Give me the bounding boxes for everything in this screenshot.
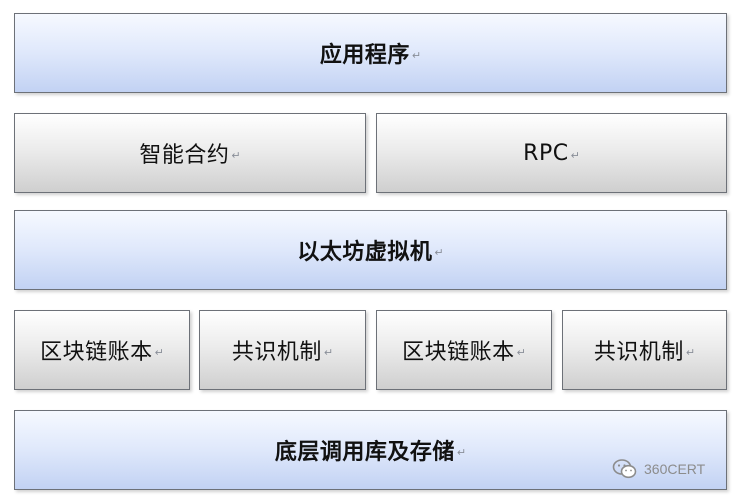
smart-contract-label: 智能合约 bbox=[139, 143, 230, 168]
return-mark: ↵ bbox=[154, 345, 164, 359]
layer-evm: 以太坊虚拟机 ↵ bbox=[14, 210, 727, 290]
layer-application-label: 应用程序 bbox=[319, 43, 410, 68]
layer-rpc: RPC ↵ bbox=[376, 113, 727, 193]
layer-ledger-left: 区块链账本 ↵ bbox=[14, 310, 190, 390]
ledger-left-label: 区块链账本 bbox=[40, 340, 153, 365]
evm-label: 以太坊虚拟机 bbox=[297, 240, 433, 265]
consensus-left-label: 共识机制 bbox=[231, 340, 322, 365]
layer-smart-contract: 智能合约 ↵ bbox=[14, 113, 366, 193]
return-mark: ↵ bbox=[434, 245, 444, 259]
wechat-icon bbox=[612, 459, 637, 479]
return-mark: ↵ bbox=[411, 48, 422, 62]
watermark: 360CERT bbox=[612, 456, 705, 482]
rpc-label: RPC bbox=[523, 140, 569, 166]
return-mark: ↵ bbox=[231, 148, 241, 162]
layer-application: 应用程序 ↵ bbox=[14, 13, 727, 93]
return-mark: ↵ bbox=[456, 445, 467, 459]
return-mark: ↵ bbox=[323, 345, 334, 359]
layer-ledger-right: 区块链账本 ↵ bbox=[376, 310, 552, 390]
ledger-right-label: 区块链账本 bbox=[402, 340, 515, 365]
layer-storage: 底层调用库及存储 ↵ bbox=[14, 410, 727, 490]
return-mark: ↵ bbox=[570, 148, 580, 162]
layer-consensus-left: 共识机制 ↵ bbox=[199, 310, 366, 390]
return-mark: ↵ bbox=[516, 345, 526, 359]
return-mark: ↵ bbox=[685, 345, 696, 359]
storage-label: 底层调用库及存储 bbox=[274, 440, 455, 465]
watermark-text: 360CERT bbox=[644, 461, 706, 477]
layer-consensus-right: 共识机制 ↵ bbox=[562, 310, 727, 390]
consensus-right-label: 共识机制 bbox=[593, 340, 684, 365]
